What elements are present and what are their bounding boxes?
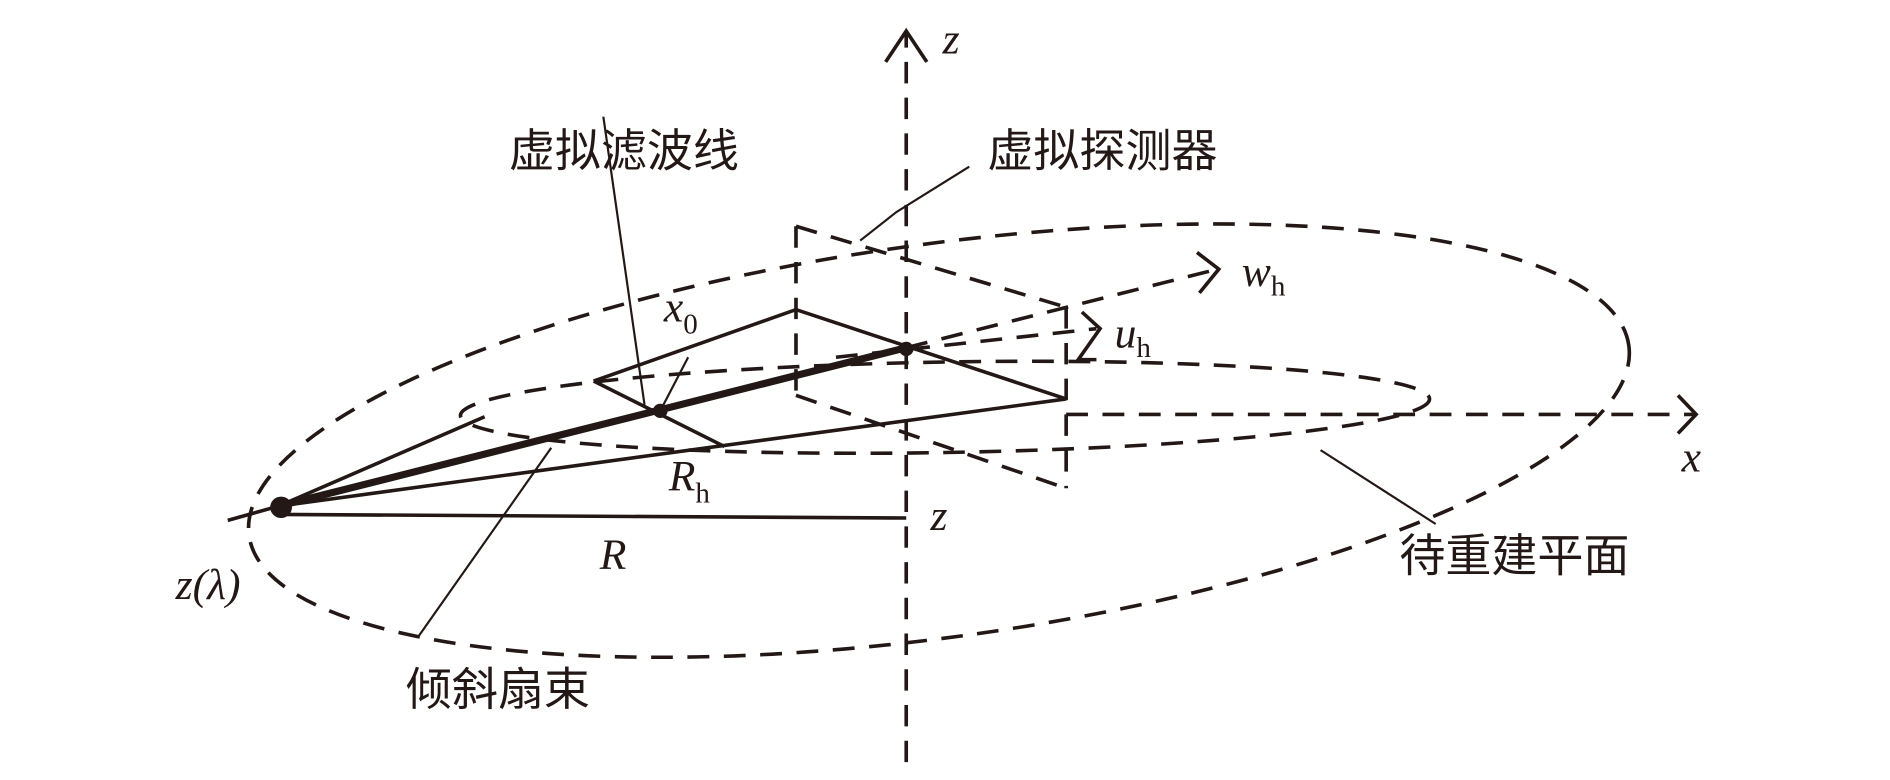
- tilted-fan-beam-label: 倾斜扇束: [406, 663, 590, 716]
- detector-center-point: [898, 341, 914, 357]
- svg-text:uh: uh: [1115, 310, 1152, 364]
- Rh-label: R: [668, 453, 696, 501]
- z-axis-label: z: [942, 16, 960, 64]
- virtual-detector-label: 虚拟探测器: [987, 125, 1217, 178]
- x-axis-label: x: [1681, 434, 1701, 482]
- leader-line: [660, 356, 690, 409]
- central-ray: [277, 344, 908, 510]
- wh-label: w: [1242, 248, 1271, 296]
- virtual-filter-line-label: 虚拟滤波线: [509, 125, 739, 178]
- svg-text:wh: wh: [1242, 248, 1286, 302]
- wh-subscript: h: [1271, 271, 1286, 303]
- z-point-label: z: [929, 492, 947, 540]
- detector-edge: [795, 393, 1067, 490]
- svg-text:Rh: Rh: [668, 453, 711, 510]
- uh-subscript: h: [1136, 332, 1151, 364]
- R-label: R: [599, 532, 627, 580]
- x-axis-arrowhead: [1676, 394, 1699, 435]
- uh-label: u: [1115, 310, 1137, 358]
- z-axis-arrowhead: [884, 27, 929, 63]
- source-trajectory-ellipse: [246, 222, 1632, 660]
- source-point: [270, 496, 292, 519]
- x0-label: x: [663, 284, 683, 332]
- plane-to-reconstruct-label: 待重建平面: [1399, 530, 1629, 583]
- fan-beam-boundary: [593, 307, 1067, 401]
- reconstruction-plane-ellipse: [458, 359, 1432, 456]
- wh-arrowhead: [1195, 251, 1222, 295]
- source-label: z(λ): [175, 561, 241, 609]
- fan-beam-ray: [278, 397, 1067, 508]
- R-line: [278, 512, 907, 520]
- x0-point: [653, 403, 668, 418]
- wh-axis: [905, 267, 1219, 350]
- uh-arrowhead: [1074, 310, 1103, 362]
- svg-text:x0: x0: [663, 284, 698, 341]
- leader-line: [602, 116, 646, 406]
- central-ray-extension: [227, 504, 280, 523]
- Rh-subscript: h: [695, 478, 710, 510]
- leader-line: [417, 447, 553, 638]
- fan-beam-ray: [277, 415, 486, 508]
- leader-line: [1319, 449, 1437, 525]
- leader-line: [859, 165, 970, 242]
- detector-edge: [795, 224, 1067, 309]
- x0-subscript: 0: [683, 309, 698, 341]
